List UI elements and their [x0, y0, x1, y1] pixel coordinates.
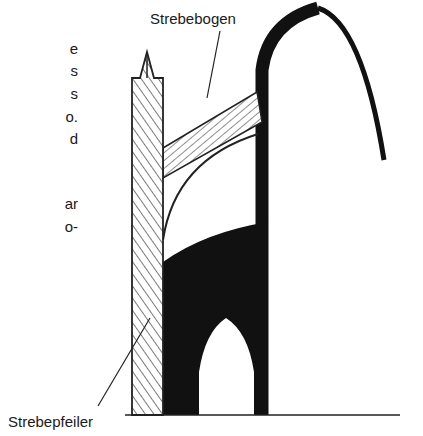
aisle-arcade [163, 222, 268, 415]
nave-wall [262, 8, 318, 415]
text-fragment: o- [65, 218, 78, 236]
flying-buttress [163, 92, 262, 178]
text-fragment: d [70, 130, 78, 148]
text-fragment: o. [65, 108, 78, 126]
text-fragment: ar [65, 195, 78, 213]
pinnacle-spike [146, 52, 148, 78]
nave-vault [318, 8, 384, 160]
buttress-pier [132, 52, 163, 415]
text-fragment: s [71, 85, 79, 103]
leader-line [207, 31, 220, 98]
part-label: Strebebogen [150, 10, 236, 28]
text-fragment: s [71, 62, 79, 80]
text-fragment: e [70, 40, 78, 58]
part-label: Strebepfeiler [8, 413, 93, 431]
leader-line [98, 318, 150, 406]
flyer-arch [163, 134, 258, 240]
ground-line [125, 414, 400, 416]
